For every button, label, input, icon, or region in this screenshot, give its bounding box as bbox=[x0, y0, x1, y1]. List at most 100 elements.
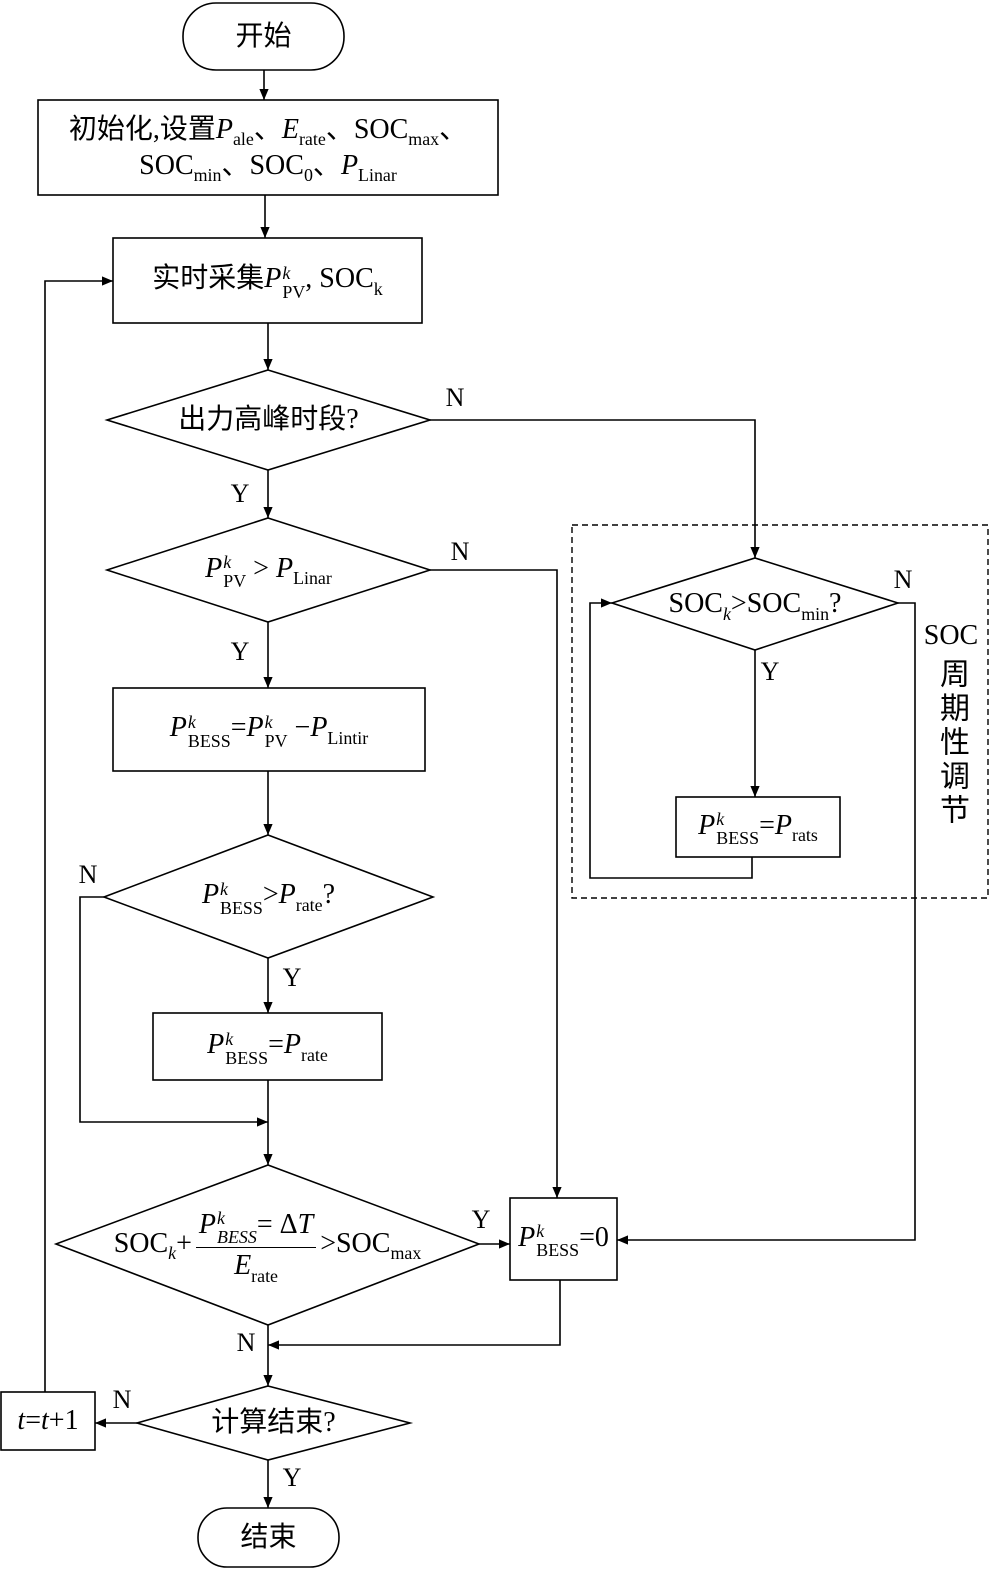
label-text: + bbox=[176, 1227, 192, 1259]
calc-end-label: 计算结束? bbox=[137, 1386, 410, 1460]
init-label: 初始化,设置Pale、Erate、SOCmax、SOCmin、SOC0、PLin… bbox=[38, 100, 498, 195]
edge-label-pv-no: N bbox=[450, 537, 470, 566]
math-variable: P bbox=[518, 1221, 536, 1253]
label-text: 、SOC bbox=[325, 113, 409, 145]
subscript: Linar bbox=[358, 165, 397, 186]
start-label: 开始 bbox=[183, 3, 344, 70]
edge-label-rate-yes: Y bbox=[282, 963, 302, 992]
label-text: = bbox=[268, 1029, 284, 1061]
connector-time-step-return bbox=[44, 276, 113, 1392]
subscript: ale bbox=[232, 129, 254, 150]
edge-label-socmin-no: N bbox=[893, 565, 913, 594]
superscript: k bbox=[264, 711, 273, 732]
superscript: k bbox=[282, 262, 291, 283]
math-variable: T bbox=[297, 1208, 314, 1240]
soc-regulation-group-frame bbox=[571, 524, 989, 899]
math-variable: P bbox=[310, 712, 328, 744]
label-line: SOCk>SOCmin? bbox=[669, 586, 842, 624]
subscript: min bbox=[193, 165, 222, 186]
label-line: 出力高峰时段? bbox=[178, 402, 358, 438]
math-variable: t bbox=[41, 1405, 49, 1437]
math-variable: P bbox=[340, 149, 359, 181]
math-variable: P bbox=[283, 1029, 301, 1061]
label-text: − bbox=[287, 712, 311, 744]
math-variable: E bbox=[281, 113, 299, 145]
math-variable: P bbox=[215, 113, 233, 145]
math-variable: E bbox=[234, 1250, 252, 1282]
math-variable: P bbox=[774, 809, 792, 841]
label-text: 、 bbox=[253, 113, 282, 145]
math-variable: P bbox=[201, 879, 220, 911]
label-text: 结束 bbox=[240, 1521, 297, 1553]
subscript: rate bbox=[251, 1265, 279, 1286]
edge-label-end-no: N bbox=[112, 1385, 132, 1414]
label-text: = bbox=[759, 809, 775, 841]
label-text: ? bbox=[322, 879, 336, 911]
superscript: k bbox=[187, 711, 196, 732]
subscript: k bbox=[373, 278, 383, 299]
edge-label-pv-yes: Y bbox=[230, 637, 250, 666]
label-text: 、SOC bbox=[221, 149, 304, 181]
subscript: BESS bbox=[220, 897, 263, 918]
label-text: , SOC bbox=[305, 263, 374, 295]
superscript: k bbox=[716, 809, 725, 830]
label-text: = bbox=[25, 1405, 41, 1437]
label-text: 出力高峰时段? bbox=[178, 404, 359, 436]
fraction-denominator: Erate bbox=[231, 1248, 281, 1286]
subscript: BESS bbox=[716, 828, 760, 849]
label-text: 、 bbox=[312, 149, 341, 181]
connector-socmin-no bbox=[617, 602, 916, 1245]
edge-label-rate-no: N bbox=[78, 860, 98, 889]
label-text: 实时采集 bbox=[152, 263, 265, 295]
label-text: 、 bbox=[439, 113, 468, 145]
subscript: rate bbox=[298, 129, 326, 150]
superscript: k bbox=[217, 1208, 225, 1229]
subscript: rats bbox=[791, 825, 818, 846]
subscript: BESS bbox=[536, 1240, 580, 1261]
subscript: BESS bbox=[217, 1227, 257, 1248]
math-variable: P bbox=[264, 263, 282, 295]
peak-period-label: 出力高峰时段? bbox=[107, 370, 430, 470]
superscript: k bbox=[223, 552, 232, 573]
edge-label-peak-yes: Y bbox=[230, 479, 250, 508]
math-variable: P bbox=[205, 552, 223, 584]
math-variable: P bbox=[278, 879, 296, 911]
soc-min-label: SOCk>SOCmin? bbox=[612, 558, 898, 650]
connector-pv-no bbox=[430, 569, 562, 1198]
superscript: k bbox=[225, 1028, 234, 1049]
label-line: 结束 bbox=[240, 1520, 296, 1556]
init-process-box bbox=[37, 99, 499, 196]
label-text: > bbox=[262, 879, 279, 911]
subscript: 0 bbox=[303, 165, 313, 186]
math-variable: t bbox=[17, 1405, 26, 1437]
subscript: Lintir bbox=[327, 727, 369, 748]
connector-rats-loop bbox=[589, 598, 753, 879]
subscript: min bbox=[801, 603, 830, 624]
subscript: PV bbox=[264, 730, 288, 751]
subscript: rate bbox=[300, 1044, 328, 1065]
end-label: 结束 bbox=[198, 1508, 339, 1567]
connector-rate-no bbox=[79, 896, 268, 1127]
math-variable: P bbox=[275, 552, 294, 584]
superscript: k bbox=[536, 1221, 545, 1242]
label-text: > bbox=[246, 552, 276, 584]
label-text: +1 bbox=[48, 1405, 79, 1437]
label-line: 计算结束? bbox=[211, 1405, 335, 1441]
soc-regulation-group-label: SOC 周期性调节 bbox=[918, 622, 984, 829]
time-step-label: t=t+1 bbox=[1, 1392, 95, 1450]
